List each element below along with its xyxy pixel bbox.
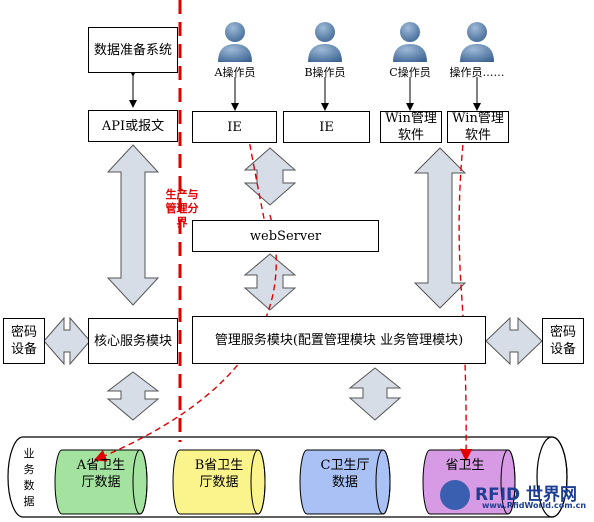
ie-client-a: IE — [192, 111, 277, 143]
encryption-device-left: 密码设备 — [3, 318, 45, 364]
person-icon-c — [393, 22, 427, 62]
person-icon-a — [218, 22, 252, 62]
api-label: API或报文 — [101, 118, 165, 134]
management-service-module: 管理服务模块(配置管理模块 业务管理模块) — [192, 316, 486, 364]
user-a-label: A操作员 — [214, 66, 256, 79]
web-server-box: webServer — [192, 220, 379, 252]
user-b-label: B操作员 — [304, 66, 346, 79]
business-data-text: 业务数据 — [23, 447, 35, 508]
user-d-label: 操作员…… — [449, 66, 505, 79]
data-prep-label: 数据准备系统 — [93, 42, 172, 58]
mgmt-label: 管理服务模块(配置管理模块 业务管理模块) — [214, 332, 464, 348]
ie-b-label: IE — [319, 119, 334, 135]
ie-a-label: IE — [227, 119, 242, 135]
boundary-label: 生产与管理分界 — [165, 188, 199, 229]
person-icon-d — [460, 22, 494, 62]
data-cylinder-1 — [54, 449, 148, 515]
rfid-logo-sub: www.RfidWorld.com.cn — [482, 501, 587, 510]
enc-left-label: 密码设备 — [10, 325, 37, 357]
data-cylinder-2 — [172, 449, 266, 515]
cylinder-a-label: A省卫生厅数据 — [76, 458, 126, 490]
business-data-label: 业务数据 — [22, 446, 36, 510]
api-core-arrow — [106, 144, 160, 306]
win-client-c: Win管理软件 — [380, 111, 442, 143]
data-cylinder-3 — [299, 449, 391, 515]
api-box: API或报文 — [88, 110, 178, 142]
cylinder-d-label: 省卫生 — [445, 458, 485, 473]
cylinder-c-label: C卫生厅数据 — [320, 458, 370, 490]
ie-client-b: IE — [283, 111, 370, 143]
cylinder-b-label: B省卫生厅数据 — [194, 458, 244, 490]
user-c-label: C操作员 — [389, 66, 431, 79]
win-d-label: Win管理软件 — [452, 111, 504, 143]
enc-right-label: 密码设备 — [549, 325, 576, 357]
win-c-label: Win管理软件 — [385, 111, 437, 143]
core-label: 核心服务模块 — [93, 333, 172, 349]
data-prep-system: 数据准备系统 — [88, 27, 178, 73]
rfid-logo-main: RFID 世界网 — [475, 485, 578, 505]
web-server-label: webServer — [249, 228, 322, 244]
encryption-device-right: 密码设备 — [542, 318, 584, 364]
rfid-logo-circle — [440, 480, 470, 510]
person-icon-b — [308, 22, 342, 62]
core-service-module: 核心服务模块 — [88, 318, 178, 364]
win-client-d: Win管理软件 — [447, 111, 509, 143]
